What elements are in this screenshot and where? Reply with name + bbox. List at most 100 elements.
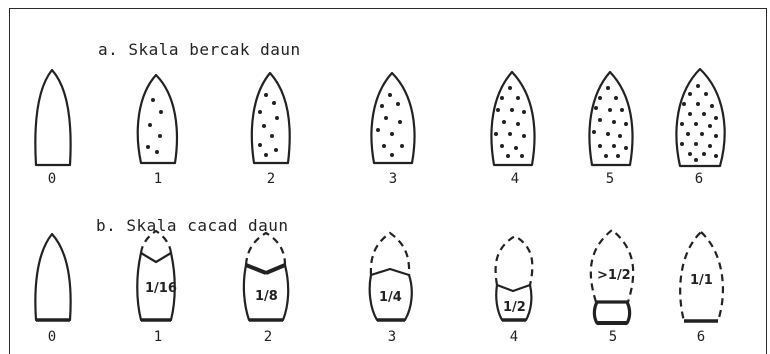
scale-b-leaf-1-missing	[141, 231, 171, 253]
leaf-spot	[270, 134, 274, 138]
leaf-spot	[508, 132, 512, 136]
leaf-spot	[680, 142, 684, 146]
leaf-spot	[598, 96, 602, 100]
leaf-spot	[606, 132, 610, 136]
scale-b-leaf-2-missing	[246, 233, 285, 265]
leaf-spot	[702, 112, 706, 116]
leaf-spot	[400, 144, 404, 148]
leaf-spot	[258, 110, 262, 114]
leaf-spot	[514, 146, 518, 150]
leaf-spot	[694, 122, 698, 126]
leaf-spot	[159, 110, 163, 114]
leaf-spot	[520, 154, 524, 158]
leaf-spot	[686, 132, 690, 136]
scale-a-leaf-1	[138, 75, 177, 163]
leaf-spot	[388, 93, 392, 97]
leaf-spot	[688, 152, 692, 156]
leaf-spot	[376, 128, 380, 132]
leaf-spot	[616, 154, 620, 158]
scale-b-leaf-5	[594, 302, 629, 323]
leaf-spot	[380, 104, 384, 108]
leaf-spot	[696, 102, 700, 106]
leaf-spot	[708, 144, 712, 148]
leaf-spot	[688, 112, 692, 116]
leaf-spot	[494, 132, 498, 136]
leaf-spot	[390, 132, 394, 136]
leaf-spot	[694, 158, 698, 162]
leaf-spot	[151, 98, 155, 102]
leaf-spot	[594, 106, 598, 110]
leaf-spot	[272, 101, 276, 105]
scale-a-leaf-0	[35, 70, 70, 165]
leaf-spot	[598, 144, 602, 148]
leaf-spot	[620, 108, 624, 112]
leaf-spot	[146, 145, 150, 149]
leaf-spot	[592, 130, 596, 134]
leaf-spot	[396, 102, 400, 106]
leaf-spot	[382, 144, 386, 148]
scale-b-damage-label-4: 1/2	[503, 300, 526, 315]
scale-b-leaf-4-missing	[496, 236, 533, 285]
scale-b-leaf-5-missing	[591, 230, 633, 302]
leaf-spot	[614, 96, 618, 100]
leaf-spot	[502, 120, 506, 124]
leaf-spot	[694, 142, 698, 146]
leaf-spot	[714, 134, 718, 138]
leaf-spot	[275, 116, 279, 120]
leaf-spot	[624, 146, 628, 150]
leaf-spot	[264, 93, 268, 97]
scale-a-leaf-3	[371, 73, 414, 163]
leaf-spot	[608, 108, 612, 112]
leaf-spot	[264, 153, 268, 157]
leaf-spot	[710, 104, 714, 108]
leaf-spot	[680, 122, 684, 126]
leaf-spot	[258, 143, 262, 147]
leaf-spot	[398, 120, 402, 124]
scale-b-leaf-0	[35, 234, 70, 320]
scale-a-leaf-5	[589, 72, 632, 165]
leaf-spot	[508, 86, 512, 90]
leaf-spot	[262, 124, 266, 128]
leaf-spot	[506, 154, 510, 158]
leaf-spot	[700, 132, 704, 136]
scale-a-leaves	[35, 69, 724, 166]
leaf-spot	[148, 123, 152, 127]
scale-b-damage-label-3: 1/4	[379, 290, 402, 305]
scale-b-damage-label-2: 1/8	[255, 289, 278, 304]
leaf-spot	[606, 86, 610, 90]
leaf-spot	[612, 120, 616, 124]
scale-b-damage-label-6: 1/1	[690, 273, 713, 288]
leaf-spot	[708, 124, 712, 128]
leaf-spot	[714, 116, 718, 120]
leaf-spot	[500, 96, 504, 100]
leaf-spot	[624, 122, 628, 126]
leaf-spot	[510, 108, 514, 112]
leaf-spot	[612, 144, 616, 148]
leaf-spot	[688, 92, 692, 96]
leaf-spot	[604, 154, 608, 158]
leaf-spot	[516, 122, 520, 126]
scale-a-leaf-2	[252, 73, 290, 163]
leaf-spot	[496, 108, 500, 112]
leaf-spot	[696, 84, 700, 88]
leaf-spot	[390, 153, 394, 157]
leaf-spot	[522, 110, 526, 114]
leaf-spot	[682, 102, 686, 106]
leaf-spot	[704, 92, 708, 96]
leaf-spot	[158, 134, 162, 138]
leaf-spot	[274, 148, 278, 152]
leaf-spot	[522, 134, 526, 138]
leaf-spot	[516, 96, 520, 100]
scale-b-damage-label-5: >1/2	[597, 268, 631, 283]
leaf-spot	[155, 150, 159, 154]
leaf-spot	[384, 116, 388, 120]
leaf-spot	[702, 152, 706, 156]
scale-b-damage-label-1: 1/16	[145, 281, 177, 296]
leaf-spot	[714, 154, 718, 158]
leaf-spot	[618, 134, 622, 138]
leaf-spot	[598, 118, 602, 122]
scale-a-leaf-4	[491, 72, 534, 165]
leaf-spot	[500, 144, 504, 148]
